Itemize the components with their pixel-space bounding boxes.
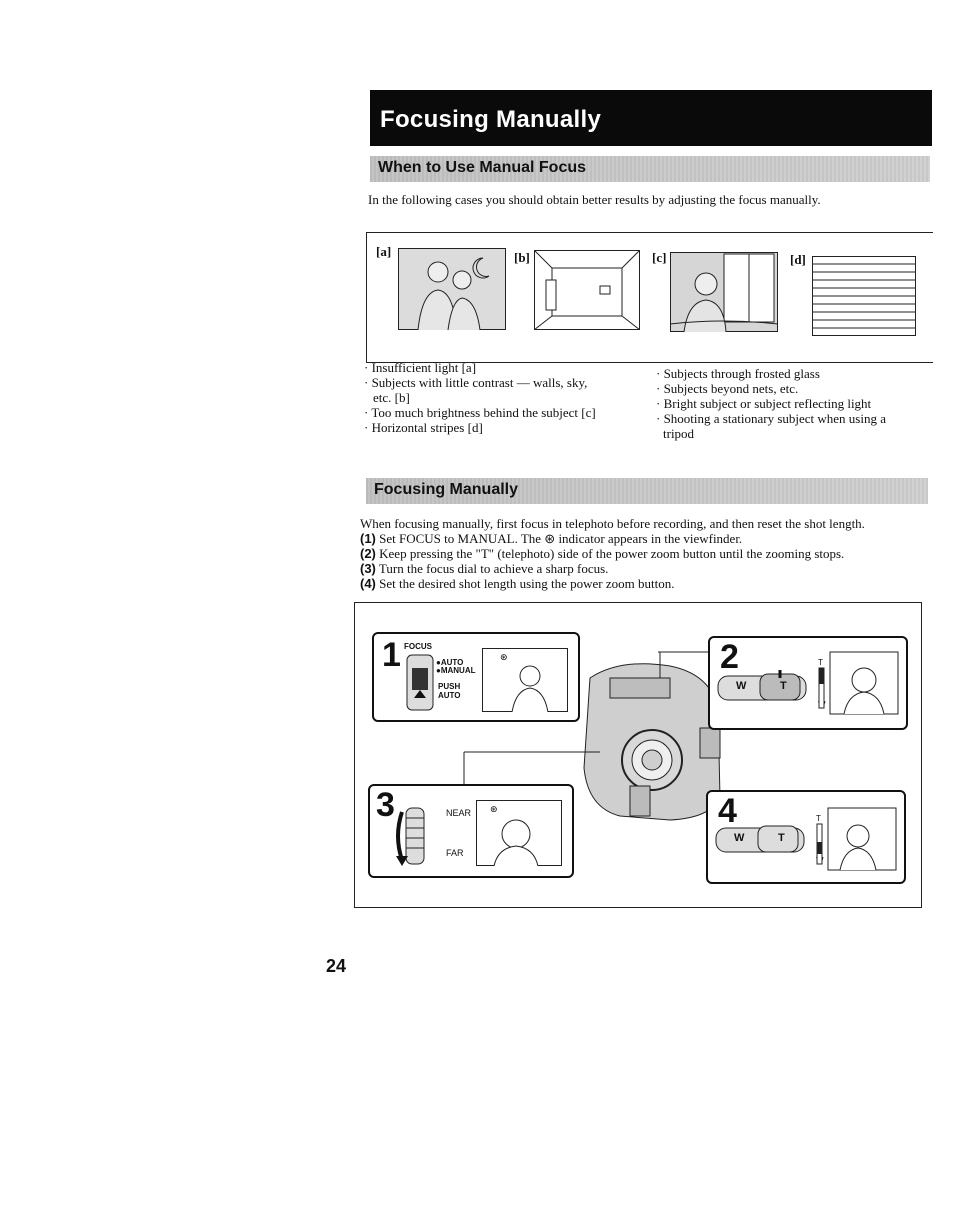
- viewfinder-person-4: [816, 807, 897, 871]
- focus-label: FOCUS: [404, 642, 432, 651]
- page-title: Focusing Manually: [380, 106, 602, 133]
- horizontal-stripes-illustration: [812, 256, 916, 336]
- backlit-person-illustration: [670, 252, 778, 332]
- section-heading-bar: Focusing Manually: [366, 478, 928, 504]
- connector-lines: [463, 651, 710, 788]
- step-line: (2) Keep pressing the "T" (telephoto) si…: [360, 546, 930, 561]
- viewfinder-person-2: [818, 651, 899, 715]
- scale-t-label: T: [818, 658, 823, 667]
- viewfinder-person-3: ⊛: [476, 800, 562, 866]
- step-3-box: 3 NEAR FAR ⊛: [368, 784, 574, 878]
- list-item: tripod: [663, 426, 695, 441]
- zoom-button-icon: [715, 825, 805, 853]
- list-item: etc. [b]: [373, 390, 410, 405]
- section-heading: When to Use Manual Focus: [378, 159, 587, 176]
- step-2-number: 2: [720, 638, 739, 676]
- step-number: (2): [360, 546, 376, 561]
- near-label: NEAR: [446, 808, 472, 818]
- step-line: (1) Set FOCUS to MANUAL. The ⊛ indicator…: [360, 531, 930, 546]
- couple-night-illustration: [398, 248, 506, 330]
- list-item: · Subjects through frosted glass: [656, 366, 820, 381]
- svg-text:⊛: ⊛: [500, 653, 508, 663]
- camcorder-illustration: [583, 652, 721, 821]
- step-1-box: 1 FOCUS ●AUTO ●MANUAL PUSH AUTO ⊛: [372, 632, 580, 722]
- section-heading-bar: When to Use Manual Focus: [370, 156, 930, 182]
- steps-intro: When focusing manually, first focus in t…: [360, 516, 865, 531]
- step-4-number: 4: [718, 792, 737, 830]
- list-item: · Insufficient light [a]: [364, 360, 477, 375]
- bullet-list-left: · Insufficient light [a] · Subjects with…: [364, 360, 654, 435]
- list-item: · Too much brightness behind the subject…: [364, 405, 596, 420]
- viewfinder-person-1: ⊛: [482, 648, 568, 712]
- focus-switch-icon: [406, 654, 434, 711]
- list-item: · Bright subject or subject reflecting l…: [656, 396, 872, 411]
- title-bar: Focusing Manually: [370, 90, 932, 146]
- step-2-box: 2 W T T W: [708, 636, 908, 730]
- figure-examples: [366, 232, 933, 363]
- list-item: · Subjects with little contrast — walls,…: [364, 375, 588, 390]
- section-heading: Focusing Manually: [374, 481, 519, 498]
- step-3-number: 3: [376, 786, 395, 824]
- list-item: · Subjects beyond nets, etc.: [656, 381, 799, 396]
- step-line: (4) Set the desired shot length using th…: [360, 576, 930, 591]
- steps-paragraph: When focusing manually, first focus in t…: [360, 516, 930, 591]
- figure-label-a: [a]: [376, 244, 392, 259]
- list-item: · Horizontal stripes [d]: [364, 420, 483, 435]
- zoom-t-label: T: [780, 680, 787, 692]
- figure-label-d: [d]: [790, 252, 806, 267]
- step-text: Turn the focus dial to achieve a sharp f…: [375, 561, 609, 576]
- manual-label: ●MANUAL: [436, 666, 476, 675]
- step-number: (3): [360, 561, 376, 576]
- zoom-w-label: W: [736, 680, 747, 692]
- step-text: Set FOCUS to MANUAL. The ⊛ indicator app…: [375, 531, 743, 546]
- far-label: FAR: [446, 848, 464, 858]
- zoom-button-icon: [717, 670, 807, 701]
- focus-dial-icon: [396, 807, 425, 866]
- push-label: PUSH: [438, 682, 461, 691]
- push-auto-label: AUTO: [438, 691, 461, 700]
- camcorder-diagram: [354, 602, 922, 908]
- zoom-t-label: T: [778, 832, 785, 844]
- bullet-list-right: · Subjects through frosted glass · Subje…: [656, 366, 926, 441]
- svg-text:⊛: ⊛: [490, 805, 498, 815]
- page-number: 24: [326, 956, 347, 976]
- wall-room-illustration: [534, 250, 640, 330]
- intro-paragraph: In the following cases you should obtain…: [368, 192, 821, 207]
- scale-t-label: T: [816, 814, 821, 823]
- step-text: Set the desired shot length using the po…: [375, 576, 675, 591]
- step-number: (1): [360, 531, 376, 546]
- step-4-box: 4 W T T W: [706, 790, 906, 884]
- list-item: · Shooting a stationary subject when usi…: [656, 411, 886, 426]
- step-1-number: 1: [382, 636, 401, 674]
- step-line: (3) Turn the focus dial to achieve a sha…: [360, 561, 930, 576]
- figure-label-b: [b]: [514, 250, 530, 265]
- auto-label: ●AUTO: [436, 658, 464, 667]
- figure-label-c: [c]: [652, 250, 667, 265]
- step-text: Keep pressing the "T" (telephoto) side o…: [375, 546, 845, 561]
- step-number: (4): [360, 576, 376, 591]
- zoom-w-label: W: [734, 832, 745, 844]
